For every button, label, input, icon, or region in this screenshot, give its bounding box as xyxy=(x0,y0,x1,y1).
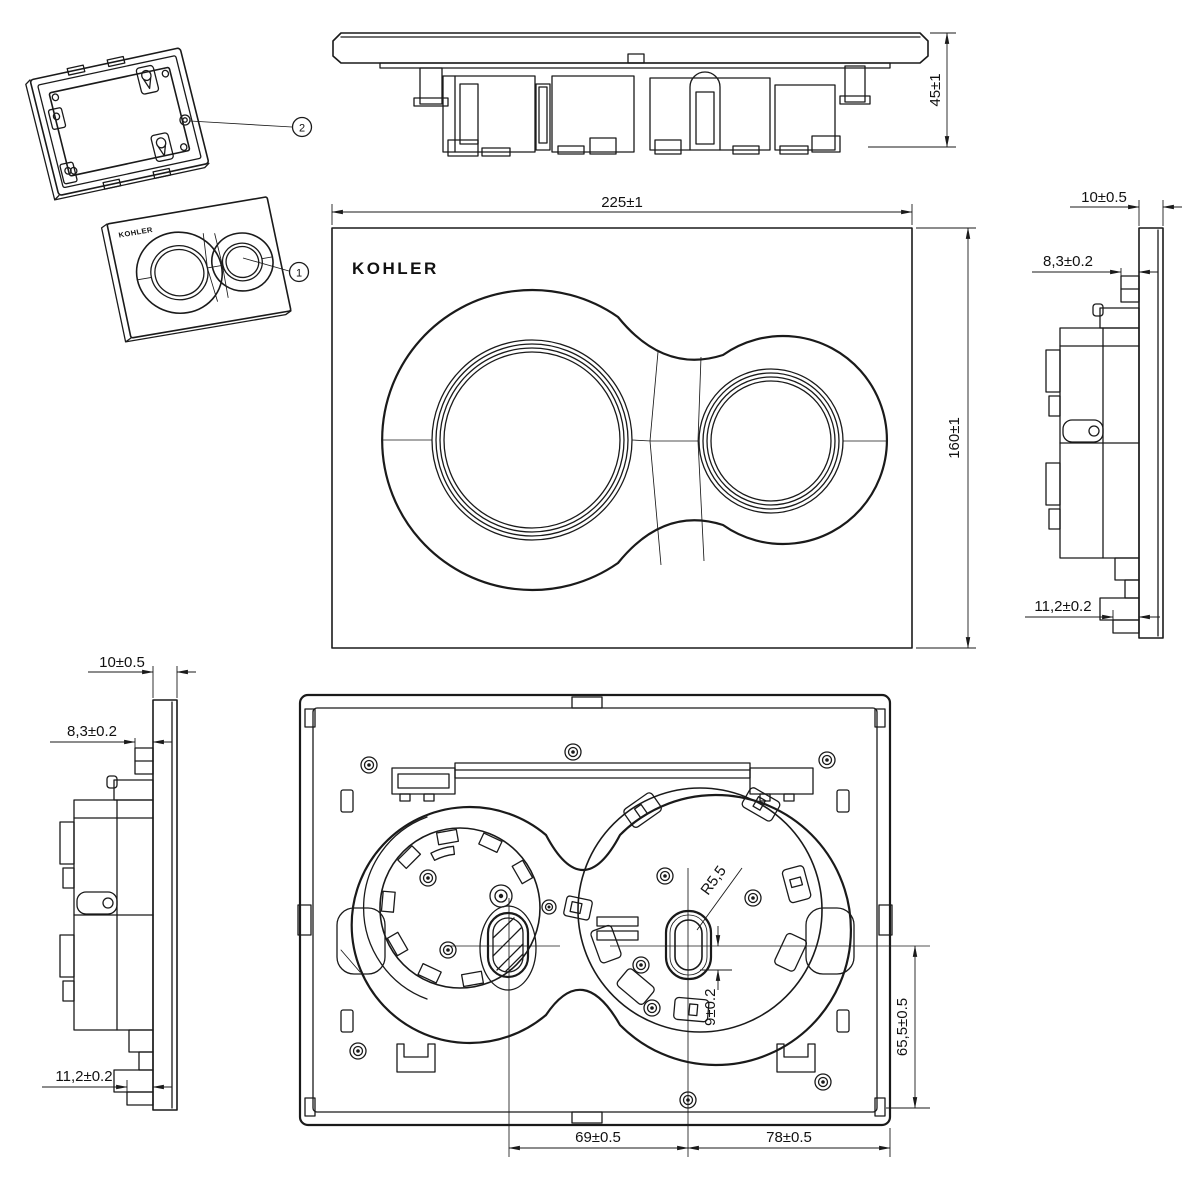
view-isometric-exploded: KOHLER 2 1 xyxy=(24,45,311,342)
view-front: KOHLER 225±1 160±1 xyxy=(332,194,976,648)
dim-right-lower-label: 11,2±0.2 xyxy=(1034,598,1091,615)
front-buttons xyxy=(382,340,887,565)
callout-plate: 1 xyxy=(243,258,309,282)
back-figure8-outline xyxy=(352,795,851,1065)
front-logo: KOHLER xyxy=(352,259,439,278)
dim-right-lower: 11,2±0.2 xyxy=(1025,598,1160,622)
dim-left-thickness: 10±0.5 xyxy=(88,654,196,698)
dim-left-upper-label: 8,3±0.2 xyxy=(67,723,117,740)
dim-right-upper: 8,3±0.2 xyxy=(1032,253,1158,282)
view-side-left: 10±0.5 8,3±0.2 11,2±0.2 xyxy=(42,654,196,1110)
dim-depth: 45±1 xyxy=(868,32,956,148)
view-top: 45±1 xyxy=(333,33,956,156)
view-side-right: 10±0.5 8,3±0.2 11,2±0.2 xyxy=(1025,189,1182,638)
dim-depth-label: 45±1 xyxy=(927,73,944,106)
dim-slot-offset-label: 9±0.2 xyxy=(702,989,719,1026)
back-equal-bars xyxy=(597,917,638,940)
dim-slot-offset: 9±0.2 xyxy=(700,926,732,1026)
back-centerlines xyxy=(445,868,930,1157)
dim-height-offset: 65,5±0.5 xyxy=(886,945,930,1109)
view-back: R5,5 9±0.2 65,5±0.5 69±0.5 78±0.5 xyxy=(298,695,930,1157)
dim-left-lower: 11,2±0.2 xyxy=(42,1068,172,1094)
dim-width: 225±1 xyxy=(331,194,913,225)
dim-slot-radius: R5,5 xyxy=(697,863,742,930)
dim-left-lower-label: 11,2±0.2 xyxy=(55,1068,112,1085)
back-keyhole-slot xyxy=(480,906,536,990)
callout-plate-number: 1 xyxy=(296,268,302,280)
mounting-frame xyxy=(24,45,210,200)
back-corner-details xyxy=(298,697,892,1123)
dim-right-thickness-label: 10±0.5 xyxy=(1081,189,1127,206)
dim-left-thickness-label: 10±0.5 xyxy=(99,654,145,671)
back-right-bosses xyxy=(542,868,761,1016)
flush-plate-iso: KOHLER xyxy=(101,197,292,342)
callout-frame: 2 xyxy=(190,118,312,137)
back-bottom-clips xyxy=(397,1044,815,1072)
dim-height-offset-label: 65,5±0.5 xyxy=(894,998,911,1056)
callout-frame-number: 2 xyxy=(299,123,305,135)
top-mechanism xyxy=(414,54,870,156)
back-right-mechanism xyxy=(542,786,822,1032)
iso-plate-logo: KOHLER xyxy=(118,225,154,239)
dim-left-upper: 8,3±0.2 xyxy=(50,723,172,752)
dim-spacing-right-label: 78±0.5 xyxy=(766,1129,812,1146)
front-figure8-outline xyxy=(382,290,887,590)
dim-height-label: 160±1 xyxy=(946,417,963,459)
dim-spacing: 69±0.5 78±0.5 xyxy=(508,1128,891,1157)
dim-right-upper-label: 8,3±0.2 xyxy=(1043,253,1093,270)
back-center-clip xyxy=(563,896,593,921)
dim-right-thickness: 10±0.5 xyxy=(1070,189,1182,226)
dim-height: 160±1 xyxy=(916,227,976,649)
dim-spacing-left-label: 69±0.5 xyxy=(575,1129,621,1146)
side-right-profile xyxy=(1046,228,1163,638)
back-top-rail xyxy=(392,763,813,801)
back-left-bosses xyxy=(420,870,512,958)
back-left-mechanism xyxy=(364,817,540,999)
dim-slot-radius-label: R5,5 xyxy=(697,863,729,899)
side-left-profile xyxy=(60,700,177,1110)
fixing-screw xyxy=(180,115,190,125)
back-oval-slot xyxy=(666,911,711,979)
dim-width-label: 225±1 xyxy=(601,194,643,211)
